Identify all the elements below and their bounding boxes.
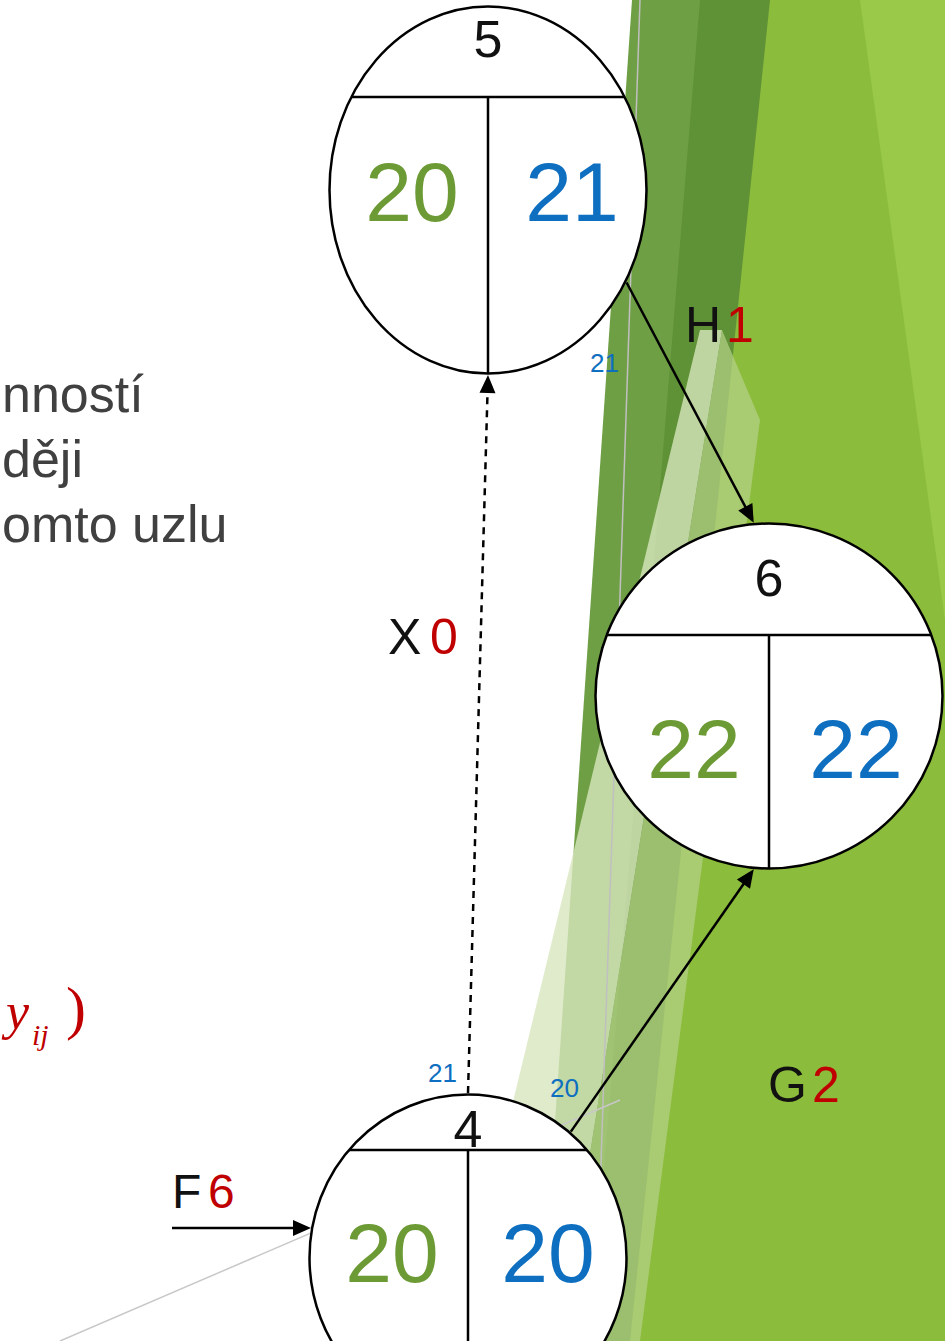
duration-number: 1 xyxy=(726,300,754,350)
latest-time: 22 xyxy=(809,707,902,791)
time-number: 21 xyxy=(428,1060,457,1086)
arrow-head xyxy=(480,375,496,393)
duration-number: 0 xyxy=(430,612,458,662)
event-node: 5 20 21 xyxy=(328,5,648,375)
duration-number: 2 xyxy=(812,1060,840,1110)
node-number: 6 xyxy=(755,552,784,604)
circle-outline xyxy=(310,1095,627,1341)
event-node: 6 22 22 xyxy=(594,522,944,870)
earliest-time: 20 xyxy=(345,1211,438,1295)
body-text: omto uzlu xyxy=(2,498,227,550)
earliest-time: 22 xyxy=(647,707,740,791)
circle-outline xyxy=(596,524,943,869)
node-number: 4 xyxy=(454,1103,483,1155)
event-node: 4 20 20 xyxy=(308,1093,628,1341)
activity-letter: H xyxy=(685,300,721,350)
body-text: ději xyxy=(2,433,83,485)
divider-line xyxy=(487,97,490,374)
activity-letter: F xyxy=(172,1168,201,1216)
incoming-arrow xyxy=(172,1227,298,1230)
formula-part: ) xyxy=(66,978,86,1038)
latest-time: 20 xyxy=(501,1211,594,1295)
arrow-head xyxy=(737,869,754,888)
arrow-head xyxy=(738,503,753,523)
node-number: 5 xyxy=(474,13,503,65)
latest-time: 21 xyxy=(525,150,618,234)
activity-line xyxy=(571,879,747,1131)
formula-part: y xyxy=(6,986,29,1038)
divider-line xyxy=(467,1150,470,1341)
formula-part: ij xyxy=(32,1020,49,1050)
activity-letter: X xyxy=(388,612,421,662)
time-number: 20 xyxy=(550,1075,579,1101)
activity-arrow xyxy=(468,375,495,1093)
activity-arrow xyxy=(627,283,754,523)
circle-outline xyxy=(330,7,647,374)
activity-letter: G xyxy=(768,1060,807,1110)
body-text: nností xyxy=(2,368,144,420)
time-number: 21 xyxy=(590,350,619,376)
duration-number: 6 xyxy=(208,1168,235,1216)
facet xyxy=(860,0,945,620)
arrow-head xyxy=(293,1220,311,1236)
activity-arrow xyxy=(571,869,754,1131)
dummy-activity-line xyxy=(468,387,488,1093)
divider-line xyxy=(768,635,771,869)
earliest-time: 20 xyxy=(365,150,458,234)
